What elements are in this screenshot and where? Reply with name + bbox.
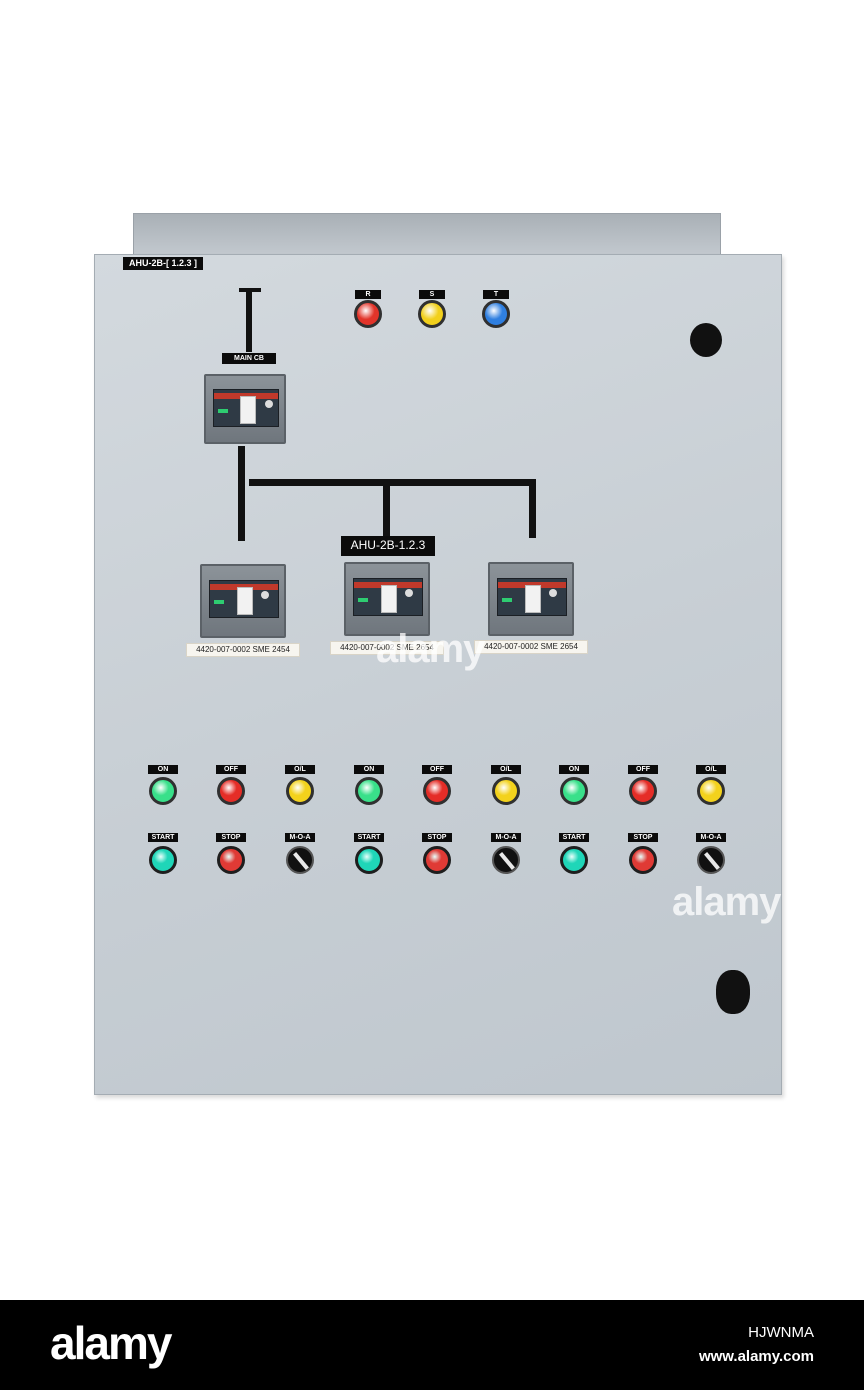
phase-lamp-tag-s: S — [419, 290, 445, 299]
feeder-breaker-2-id-label: 4420-007-0002 SME 2654 — [330, 641, 444, 655]
footer-bar — [0, 1300, 864, 1390]
incoming-bus-line — [246, 292, 252, 352]
phase-lamp-s — [418, 300, 446, 328]
stop-push-button-1[interactable] — [217, 846, 245, 874]
main-circuit-breaker[interactable] — [204, 374, 286, 444]
feeder-breaker-1-id-label: 4420-007-0002 SME 2454 — [186, 643, 300, 657]
indicator-tag-on-3: ON — [559, 765, 589, 774]
indicator-lamp-ol-1 — [286, 777, 314, 805]
stop-push-button-3[interactable] — [629, 846, 657, 874]
start-push-button-3[interactable] — [560, 846, 588, 874]
control-tag-m-o-a-3: M-O-A — [696, 833, 726, 842]
indicator-lamp-on-3 — [560, 777, 588, 805]
start-push-button-2[interactable] — [355, 846, 383, 874]
control-tag-stop-2: STOP — [422, 833, 452, 842]
incoming-feed-symbol — [239, 288, 261, 292]
feeder-drop-middle — [383, 484, 390, 538]
door-lock-upper[interactable] — [690, 323, 722, 357]
indicator-lamp-on-2 — [355, 777, 383, 805]
start-push-button-1[interactable] — [149, 846, 177, 874]
main-outgoing-bus-line — [238, 446, 245, 541]
footer-image-id: HJWNMA — [748, 1324, 814, 1341]
moa-selector-switch-2[interactable] — [492, 846, 520, 874]
control-tag-start-3: START — [559, 833, 589, 842]
watermark-right: alamy — [672, 880, 781, 924]
feeder-breaker-3-id-label: 4420-007-0002 SME 2654 — [474, 640, 588, 654]
indicator-lamp-off-1 — [217, 777, 245, 805]
feeder-breaker-3[interactable] — [488, 562, 574, 636]
enclosure-top-lid — [133, 213, 721, 257]
main-breaker-label: MAIN CB — [222, 353, 276, 364]
control-tag-stop-3: STOP — [628, 833, 658, 842]
control-tag-start-2: START — [354, 833, 384, 842]
indicator-lamp-off-2 — [423, 777, 451, 805]
door-lock-lower[interactable] — [716, 970, 750, 1014]
phase-lamp-r — [354, 300, 382, 328]
control-tag-m-o-a-2: M-O-A — [491, 833, 521, 842]
indicator-tag-ol-2: O/L — [491, 765, 521, 774]
control-tag-start-1: START — [148, 833, 178, 842]
indicator-tag-off-1: OFF — [216, 765, 246, 774]
control-tag-m-o-a-1: M-O-A — [285, 833, 315, 842]
moa-selector-switch-1[interactable] — [286, 846, 314, 874]
indicator-tag-on-1: ON — [148, 765, 178, 774]
moa-selector-switch-3[interactable] — [697, 846, 725, 874]
control-tag-stop-1: STOP — [216, 833, 246, 842]
footer-logo: alamy — [50, 1317, 172, 1369]
indicator-tag-ol-3: O/L — [696, 765, 726, 774]
footer-url[interactable]: www.alamy.com — [698, 1348, 814, 1365]
panel-title-tag: AHU-2B-[ 1.2.3 ] — [123, 257, 204, 270]
phase-lamp-t — [482, 300, 510, 328]
indicator-tag-on-2: ON — [354, 765, 384, 774]
feeder-group-label: AHU-2B-1.2.3 — [341, 536, 435, 556]
watermark-center: alamy — [376, 627, 485, 671]
indicator-lamp-off-3 — [629, 777, 657, 805]
indicator-tag-off-2: OFF — [422, 765, 452, 774]
control-panel-door — [94, 254, 782, 1095]
indicator-tag-ol-1: O/L — [285, 765, 315, 774]
indicator-lamp-ol-2 — [492, 777, 520, 805]
indicator-lamp-on-1 — [149, 777, 177, 805]
selector-handle[interactable] — [293, 852, 309, 870]
selector-handle[interactable] — [499, 852, 515, 870]
phase-lamp-tag-t: T — [483, 290, 509, 299]
indicator-lamp-ol-3 — [697, 777, 725, 805]
phase-lamp-tag-r: R — [355, 290, 381, 299]
distribution-bus-bar — [249, 479, 536, 486]
feeder-drop-right — [529, 479, 536, 538]
feeder-breaker-2[interactable] — [344, 562, 430, 636]
selector-handle[interactable] — [704, 852, 720, 870]
indicator-tag-off-3: OFF — [628, 765, 658, 774]
feeder-breaker-1[interactable] — [200, 564, 286, 638]
stop-push-button-2[interactable] — [423, 846, 451, 874]
